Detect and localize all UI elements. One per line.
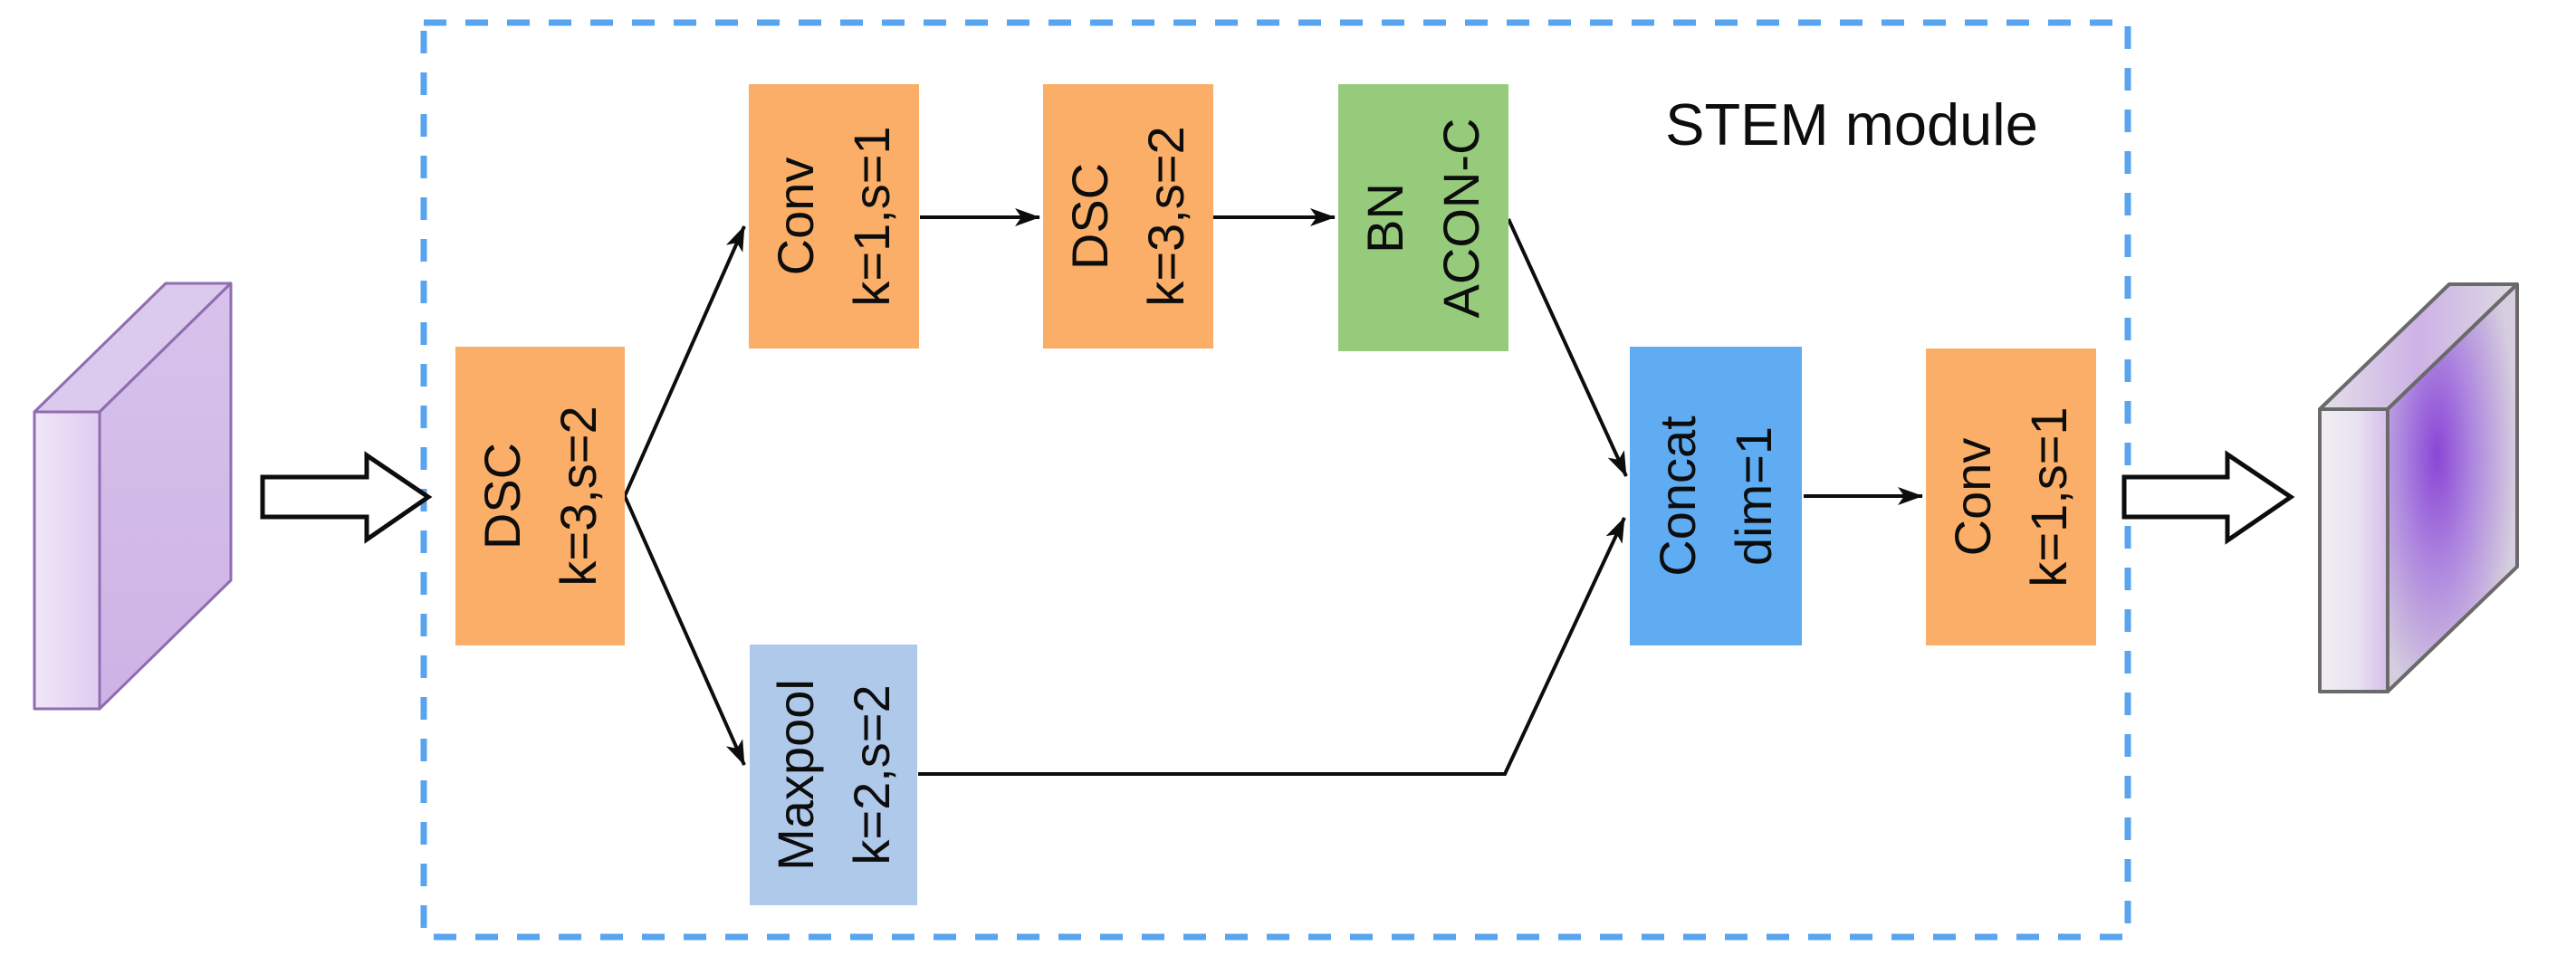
node-label: Maxpool <box>766 679 824 871</box>
node-conv-1-text: Conv k=1,s=1 <box>758 126 910 306</box>
input-tensor-icon <box>33 282 233 711</box>
node-params: k=1,s=1 <box>2020 406 2077 588</box>
node-params: ACON-C <box>1432 118 1489 318</box>
node-concat-text: Concat dim=1 <box>1640 416 1792 576</box>
connector-dsc1-to-maxpool <box>623 495 746 766</box>
node-label: DSC <box>1061 162 1118 271</box>
connector-dsc1-to-conv1 <box>623 225 746 497</box>
output-flow-arrow-icon <box>2121 450 2295 545</box>
node-maxpool: Maxpool k=2,s=2 <box>750 645 917 905</box>
node-label: Conv <box>767 157 824 276</box>
node-params: k=1,s=1 <box>843 126 900 307</box>
node-params: k=3,s=2 <box>1137 126 1194 307</box>
node-dsc-2: DSC k=3,s=2 <box>1043 84 1213 349</box>
node-conv-1: Conv k=1,s=1 <box>749 84 919 349</box>
stem-module-border <box>420 19 2131 941</box>
node-label: BN <box>1356 182 1413 253</box>
node-dsc-1-text: DSC k=3,s=2 <box>464 406 617 586</box>
input-flow-arrow-icon <box>260 451 433 544</box>
node-label: DSC <box>473 442 531 550</box>
node-maxpool-text: Maxpool k=2,s=2 <box>758 679 910 871</box>
connectors <box>623 208 1923 776</box>
node-dsc-1: DSC k=3,s=2 <box>455 347 625 645</box>
stem-module-title: STEM module <box>1665 91 2038 158</box>
node-bn-aconc-text: BN ACON-C <box>1347 118 1499 318</box>
node-concat: Concat dim=1 <box>1630 347 1802 645</box>
node-conv-2: Conv k=1,s=1 <box>1926 349 2096 645</box>
node-params: k=3,s=2 <box>549 406 607 587</box>
connector-bn-to-concat <box>1507 218 1628 477</box>
node-dsc-2-text: DSC k=3,s=2 <box>1052 126 1204 306</box>
output-tensor-icon <box>2318 282 2519 693</box>
node-params: dim=1 <box>1725 425 1782 567</box>
node-label: Conv <box>1944 437 2001 557</box>
node-label: Concat <box>1649 416 1706 577</box>
node-conv-2-text: Conv k=1,s=1 <box>1935 406 2087 587</box>
node-bn-aconc: BN ACON-C <box>1338 84 1508 351</box>
connector-maxpool-to-concat <box>918 517 1626 776</box>
node-params: k=2,s=2 <box>842 684 900 865</box>
